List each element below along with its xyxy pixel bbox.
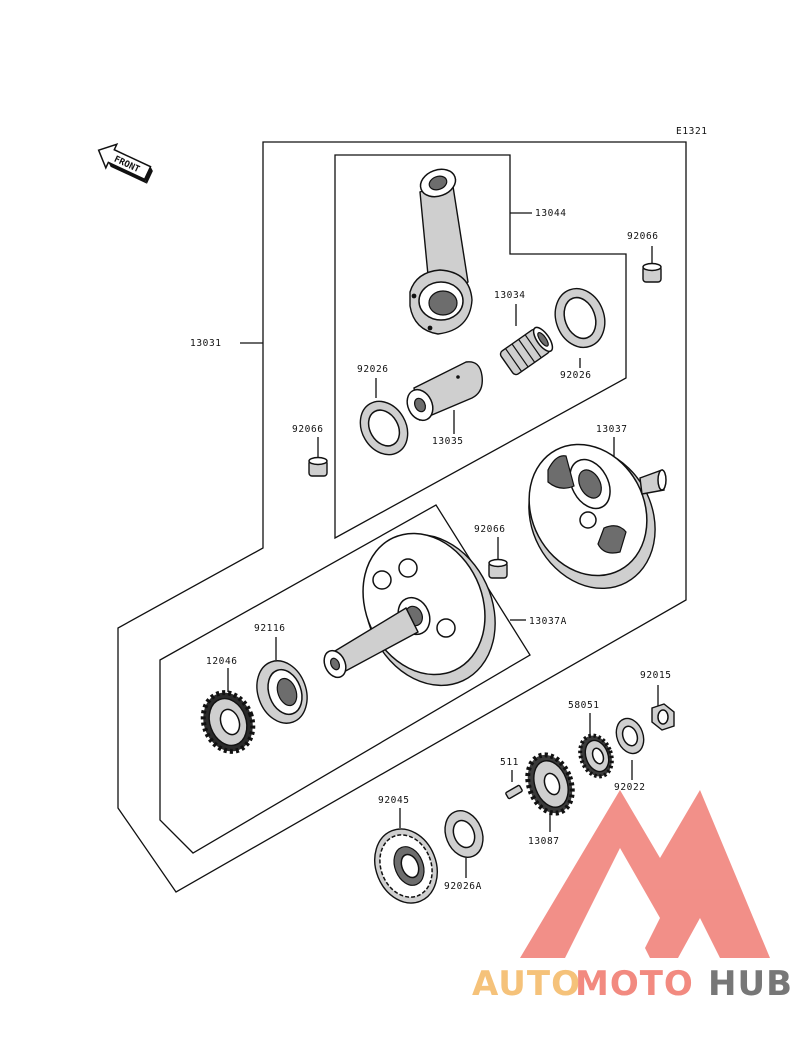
label-92045: 92045 [378,795,410,806]
washer-92026-right [554,287,606,349]
bushing-92066-top [642,262,662,283]
label-92015: 92015 [640,670,672,681]
assembly-boundary-13031 [117,141,687,893]
label-58051: 58051 [568,700,600,711]
label-13044: 13044 [535,208,567,219]
bushing-92066-mid [488,558,508,579]
washer-92026-left [359,400,409,456]
crank-half-13037 [528,443,667,590]
label-13034: 13034 [494,290,526,301]
crank-half-13037A [323,532,496,687]
label-13035: 13035 [432,436,464,447]
watermark-logo-shape [520,790,770,958]
sprocket-12046 [200,690,256,754]
label-511: 511 [500,757,519,768]
label-13037: 13037 [596,424,628,435]
label-92116: 92116 [254,623,286,634]
watermark-part-hub: HUB [708,964,793,1004]
label-13037A: 13037A [529,616,567,627]
washer-92026A [444,810,484,858]
diagram-code: E1321 [676,126,708,137]
bushing-92066-left [308,456,328,477]
connecting-rod [409,168,473,335]
label-92026-left: 92026 [357,364,389,375]
label-13087: 13087 [528,836,560,847]
needle-bearing-13034 [499,326,554,376]
bearing-92045 [374,828,438,904]
label-12046: 12046 [206,656,238,667]
nut-92015 [651,703,675,731]
label-13031: 13031 [190,338,222,349]
watermark-logo [520,790,770,958]
watermark-text: AUTO MOTO HUB [472,964,793,1004]
key-511 [505,784,523,800]
crank-pin-13035 [406,361,483,422]
watermark-part-auto: AUTO [472,964,581,1004]
washer-92022 [615,717,645,755]
label-92066-left: 92066 [292,424,324,435]
gear-13087 [525,752,575,816]
label-92066-top: 92066 [627,231,659,242]
bearing-92116 [256,660,308,724]
gear-58051 [578,733,614,779]
label-92066-mid: 92066 [474,524,506,535]
front-arrow: FRONT [97,143,153,184]
label-92026-right: 92026 [560,370,592,381]
label-92022: 92022 [614,782,646,793]
watermark-part-moto: MOTO [575,964,694,1004]
crank-box-13037A [159,504,531,854]
conrod-box-13044 [334,154,627,540]
label-92026A: 92026A [444,881,482,892]
